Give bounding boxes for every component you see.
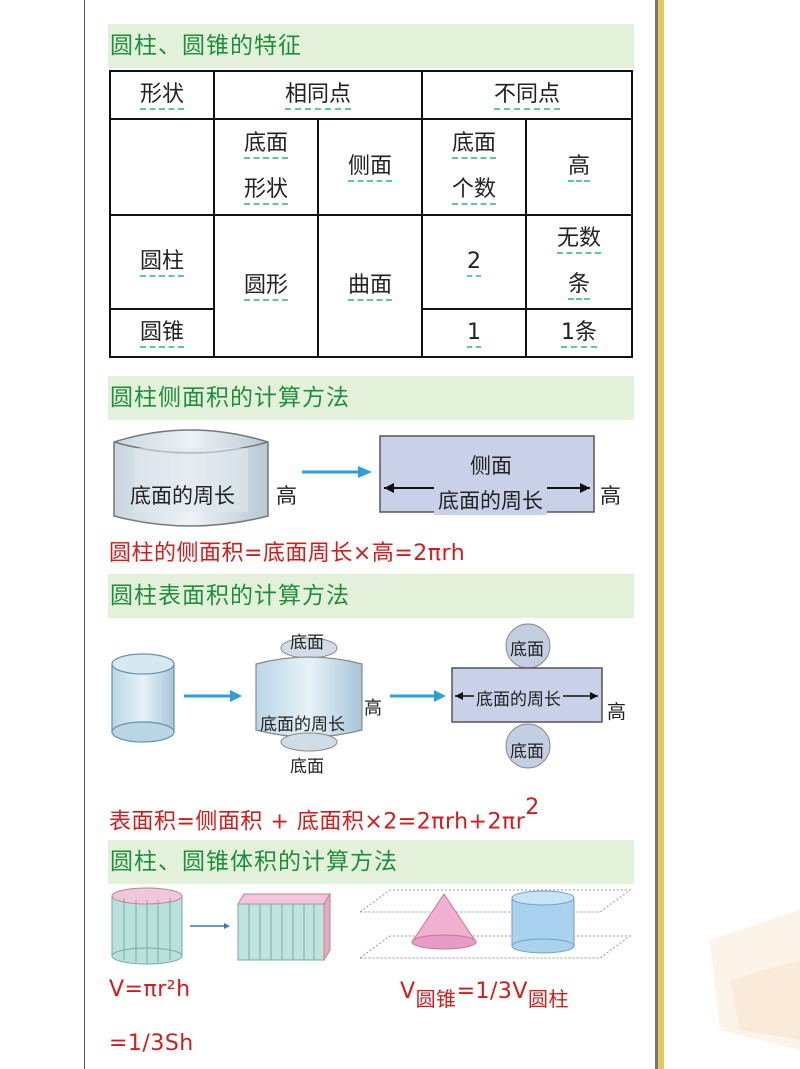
label-height-2: 高 — [600, 484, 621, 508]
label-base-perimeter-2: 底面的周长 — [434, 485, 547, 515]
sub-height: 高 — [525, 118, 634, 216]
decorative-corner-shape — [710, 910, 800, 1050]
row-cone: 圆锥 — [109, 308, 215, 358]
sliced-cylinder-icon — [111, 887, 183, 965]
header-same: 相同点 — [212, 70, 424, 120]
cell-cone-base-count: 1 — [421, 308, 528, 358]
arrow-icon — [190, 923, 230, 929]
cell-cone-height: 1条 — [525, 308, 634, 358]
blue-arrow-icon — [390, 690, 446, 702]
right-border-line — [655, 0, 658, 1069]
label-bottom-base-2: 底面 — [510, 742, 544, 762]
features-table: 形状 相同点 不同点 底面形状 侧面 底面个数 高 圆柱 圆形 曲面 2 无数条… — [109, 70, 634, 358]
cell-cyl-height: 无数条 — [525, 214, 634, 310]
cylinder-icon — [111, 653, 175, 743]
cell-cyl-base-count: 2 — [421, 214, 528, 310]
bottom-base-circle — [505, 723, 551, 769]
sub-base-shape: 底面形状 — [213, 118, 319, 216]
formula-volume: V=πr²h — [109, 977, 191, 1002]
formula-rel-mid: =1/3V — [456, 979, 528, 1004]
row-cylinder: 圆柱 — [109, 214, 215, 310]
label-height-3: 高 — [364, 698, 382, 719]
formula-rel-sub1: 圆锥 — [415, 987, 457, 1011]
label-height: 高 — [276, 484, 297, 508]
formula-rel-sub2: 圆柱 — [527, 987, 569, 1011]
formula-surface-sup: 2 — [525, 795, 540, 820]
blue-arrow-icon — [184, 690, 242, 702]
section-title-volume: 圆柱、圆锥体积的计算方法 — [108, 840, 634, 884]
label-top-base: 底面 — [290, 633, 324, 653]
cone-and-cylinder-planes — [358, 889, 632, 959]
left-border-line — [84, 0, 85, 1069]
label-bottom-base: 底面 — [290, 757, 324, 777]
empty-cell — [109, 118, 215, 216]
label-side: 侧面 — [470, 454, 512, 478]
small-cylinder-icon — [511, 890, 575, 954]
header-diff: 不同点 — [421, 70, 634, 120]
sub-base-count: 底面个数 — [421, 118, 528, 216]
label-top-base-2: 底面 — [510, 640, 544, 660]
label-base-perimeter: 底面的周长 — [130, 484, 235, 508]
label-perimeter-2: 底面的周长 — [474, 685, 563, 710]
section-title-surface-area: 圆柱表面积的计算方法 — [108, 574, 634, 618]
formula-surface-main: 表面积=侧面积 + 底面积×2=2πrh+2πr — [109, 809, 526, 835]
sub-side: 侧面 — [316, 118, 424, 216]
rearranged-cuboid-icon — [237, 892, 331, 962]
blue-arrow-icon — [302, 466, 372, 478]
label-height-4: 高 — [607, 701, 627, 723]
formula-rel-v: V — [400, 979, 416, 1004]
formula-cone-cylinder-relation: V圆锥=1/3V圆柱 — [400, 975, 569, 1011]
header-shape: 形状 — [109, 70, 215, 120]
volume-diagram — [111, 887, 632, 965]
formula-volume-sh: =1/3Sh — [109, 1031, 194, 1056]
cell-curved: 曲面 — [316, 214, 424, 358]
section-title-features: 圆柱、圆锥的特征 — [108, 24, 634, 68]
label-perimeter: 底面的周长 — [260, 715, 345, 735]
cell-circle: 圆形 — [213, 214, 319, 358]
section-title-lateral-area: 圆柱侧面积的计算方法 — [108, 376, 634, 420]
lateral-area-diagram — [113, 429, 595, 527]
surface-area-diagram — [111, 623, 603, 769]
opened-cylinder-shape — [255, 637, 363, 752]
unrolled-cylinder-shape — [113, 429, 269, 527]
formula-surface-area: 表面积=侧面积 + 底面积×2=2πrh+2πr2 — [109, 795, 540, 835]
formula-lateral-area: 圆柱的侧面积=底面周长×高=2πrh — [109, 541, 466, 566]
right-gold-stripe — [658, 0, 664, 1069]
